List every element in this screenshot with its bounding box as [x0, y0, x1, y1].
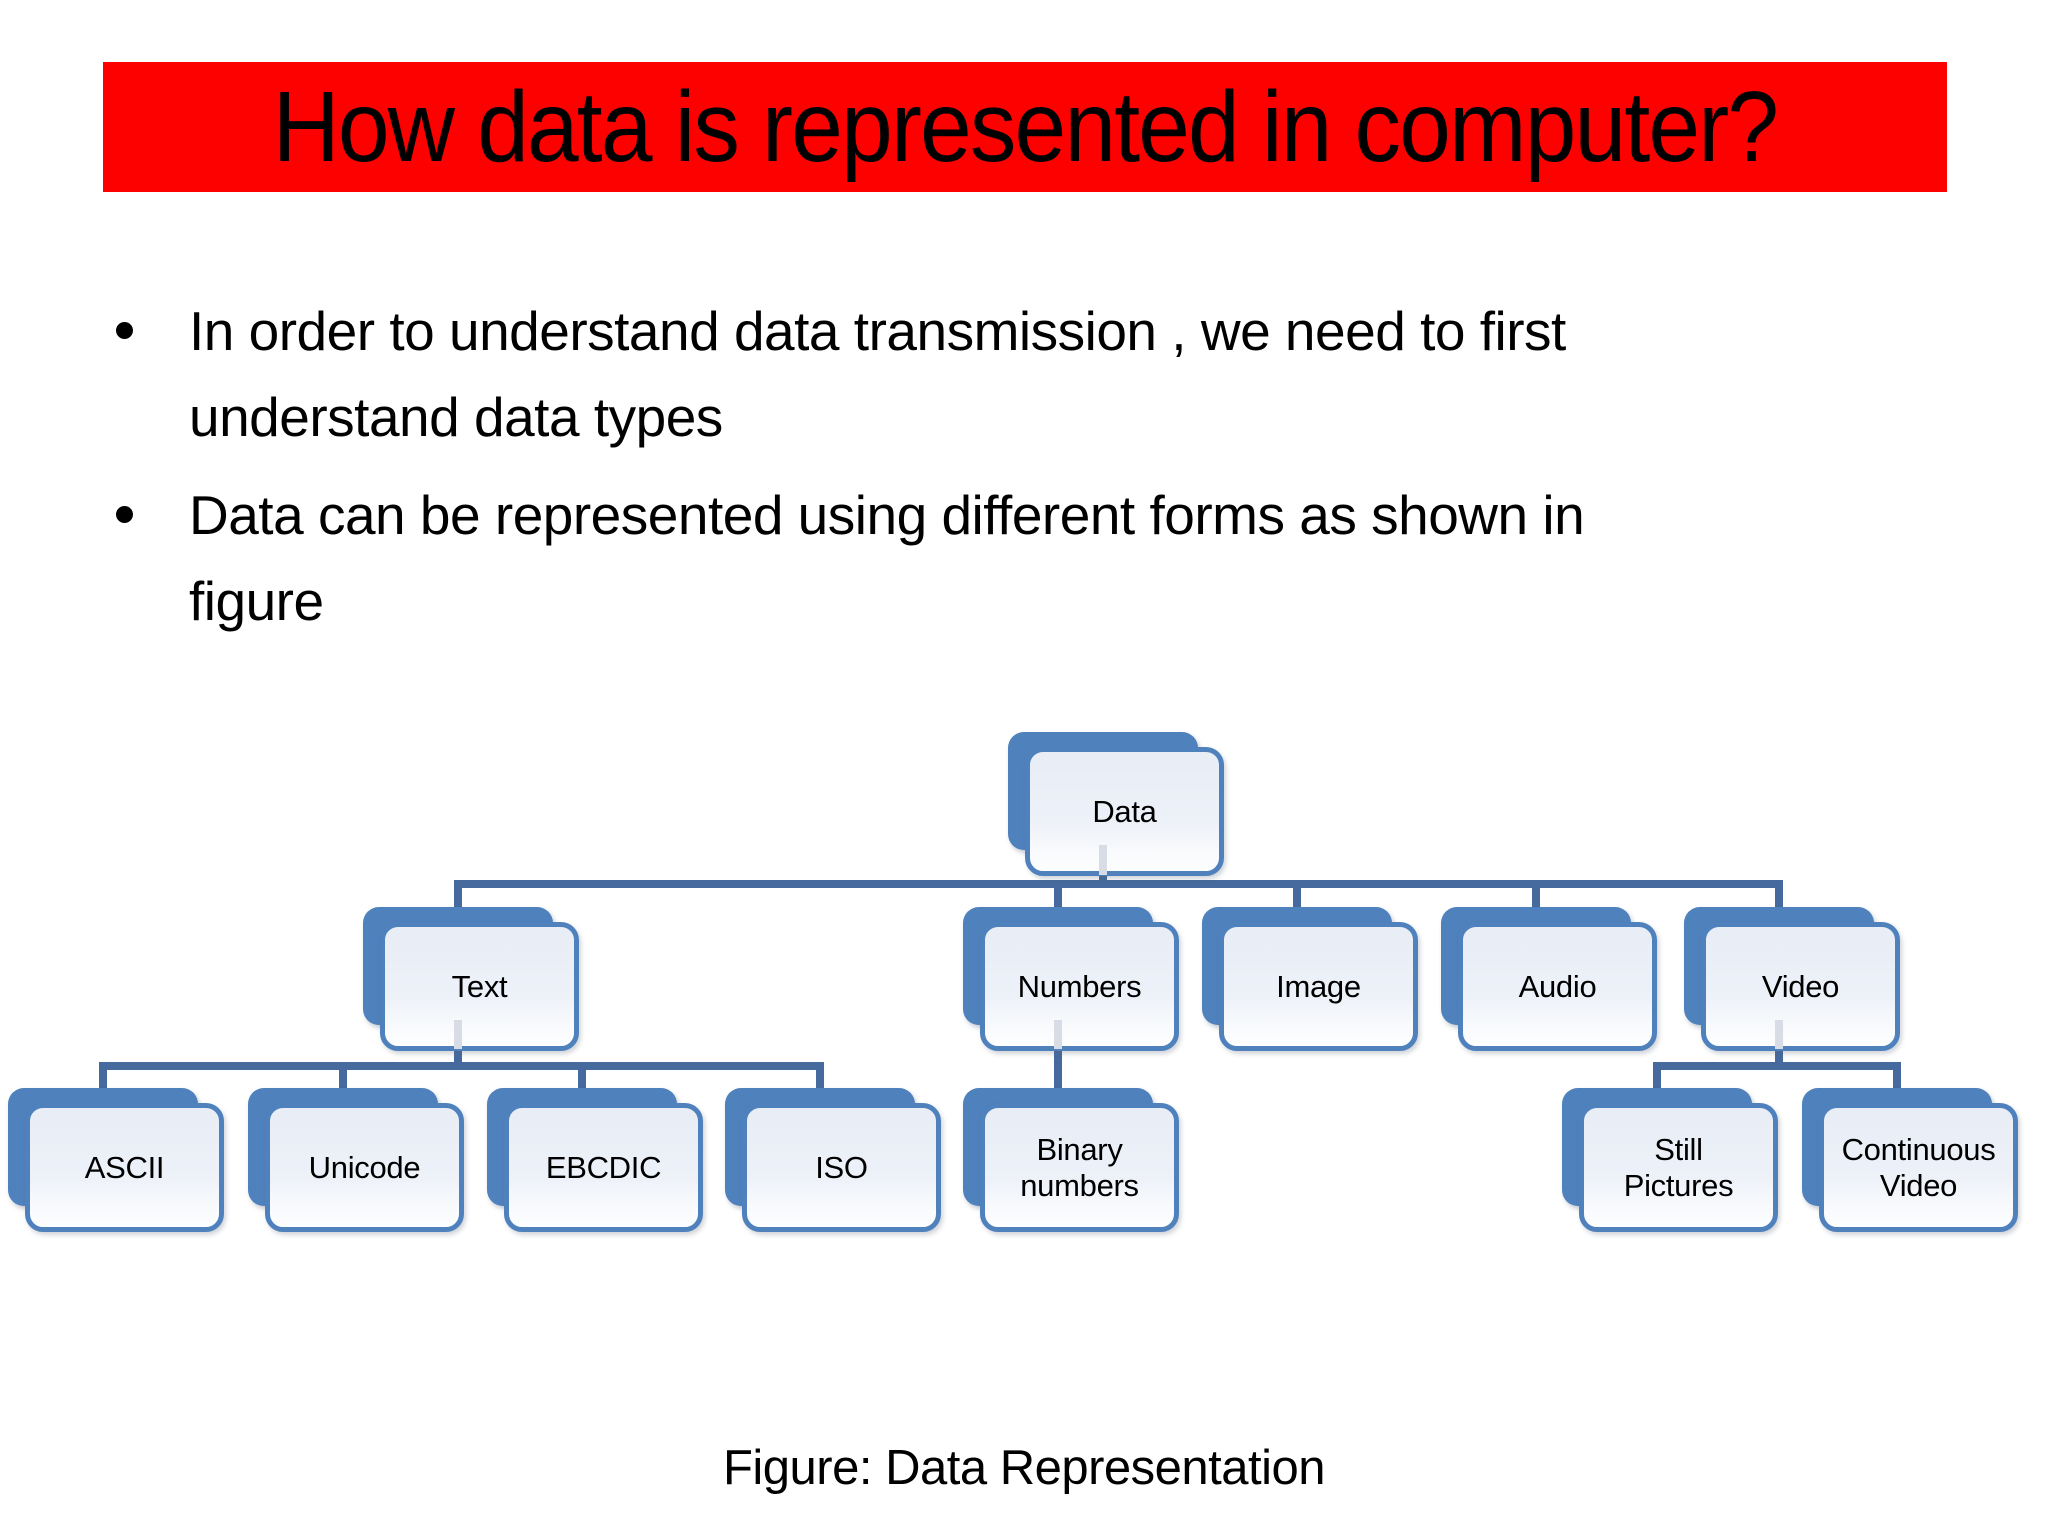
node-audio: Audio — [1441, 907, 1657, 1051]
connector-drop-image — [1293, 882, 1301, 910]
node-image: Image — [1202, 907, 1418, 1051]
bullet-text: Data can be represented using different … — [189, 484, 1585, 632]
node-continuous-video: Continuous Video — [1802, 1088, 2018, 1232]
node-label: EBCDIC — [504, 1103, 703, 1232]
bullet-text: In order to understand data transmission… — [189, 300, 1566, 448]
node-label: Image — [1219, 922, 1418, 1051]
node-text: Text — [363, 907, 579, 1051]
connector-ghost-text — [454, 1020, 462, 1049]
node-label: Still Pictures — [1579, 1103, 1778, 1232]
node-label: Binary numbers — [980, 1103, 1179, 1232]
connector-subline-right — [1653, 1062, 1901, 1070]
connector-ghost-data — [1099, 845, 1107, 875]
connector-subline-left — [99, 1062, 824, 1070]
bullet-item: Data can be represented using different … — [116, 472, 1836, 644]
connector-drop-audio — [1532, 882, 1540, 910]
node-label: ASCII — [25, 1103, 224, 1232]
connector-drop-unicode — [339, 1066, 347, 1092]
page-title: How data is represented in computer? — [272, 70, 1779, 183]
bullet-list: In order to understand data transmission… — [116, 288, 1836, 644]
connector-drop-ebcdic — [578, 1066, 586, 1092]
title-banner: How data is represented in computer? — [103, 62, 1947, 192]
figure-caption: Figure: Data Representation — [722, 1441, 1326, 1495]
node-numbers: Numbers — [963, 907, 1179, 1051]
connector-numbers-binary — [1054, 1048, 1062, 1092]
connector-drop-iso — [816, 1066, 824, 1092]
node-label: Video — [1701, 922, 1900, 1051]
node-label: Continuous Video — [1819, 1103, 2018, 1232]
connector-drop-still — [1653, 1066, 1661, 1092]
connector-ghost-video — [1775, 1020, 1783, 1049]
connector-drop-video — [1775, 882, 1783, 910]
node-label: Numbers — [980, 922, 1179, 1051]
node-label: Data — [1025, 747, 1224, 876]
node-unicode: Unicode — [248, 1088, 464, 1232]
node-video: Video — [1684, 907, 1900, 1051]
connector-drop-numbers — [1054, 882, 1062, 910]
node-iso: ISO — [725, 1088, 941, 1232]
connector-main-line — [454, 880, 1783, 888]
node-still-pictures: Still Pictures — [1562, 1088, 1778, 1232]
connector-video-down — [1775, 1048, 1783, 1068]
node-label: ISO — [742, 1103, 941, 1232]
node-label: Text — [380, 922, 579, 1051]
node-label: Unicode — [265, 1103, 464, 1232]
node-ebcdic: EBCDIC — [487, 1088, 703, 1232]
bullet-dot — [116, 322, 133, 339]
node-binary-numbers: Binary numbers — [963, 1088, 1179, 1232]
node-data: Data — [1008, 732, 1224, 876]
connector-ghost-numbers — [1054, 1020, 1062, 1049]
connector-text-down — [454, 1048, 462, 1068]
node-ascii: ASCII — [8, 1088, 224, 1232]
connector-drop-text — [454, 882, 462, 910]
node-label: Audio — [1458, 922, 1657, 1051]
connector-drop-continuous — [1893, 1066, 1901, 1092]
connector-drop-ascii — [99, 1066, 107, 1092]
bullet-item: In order to understand data transmission… — [116, 288, 1836, 460]
bullet-dot — [116, 506, 133, 523]
